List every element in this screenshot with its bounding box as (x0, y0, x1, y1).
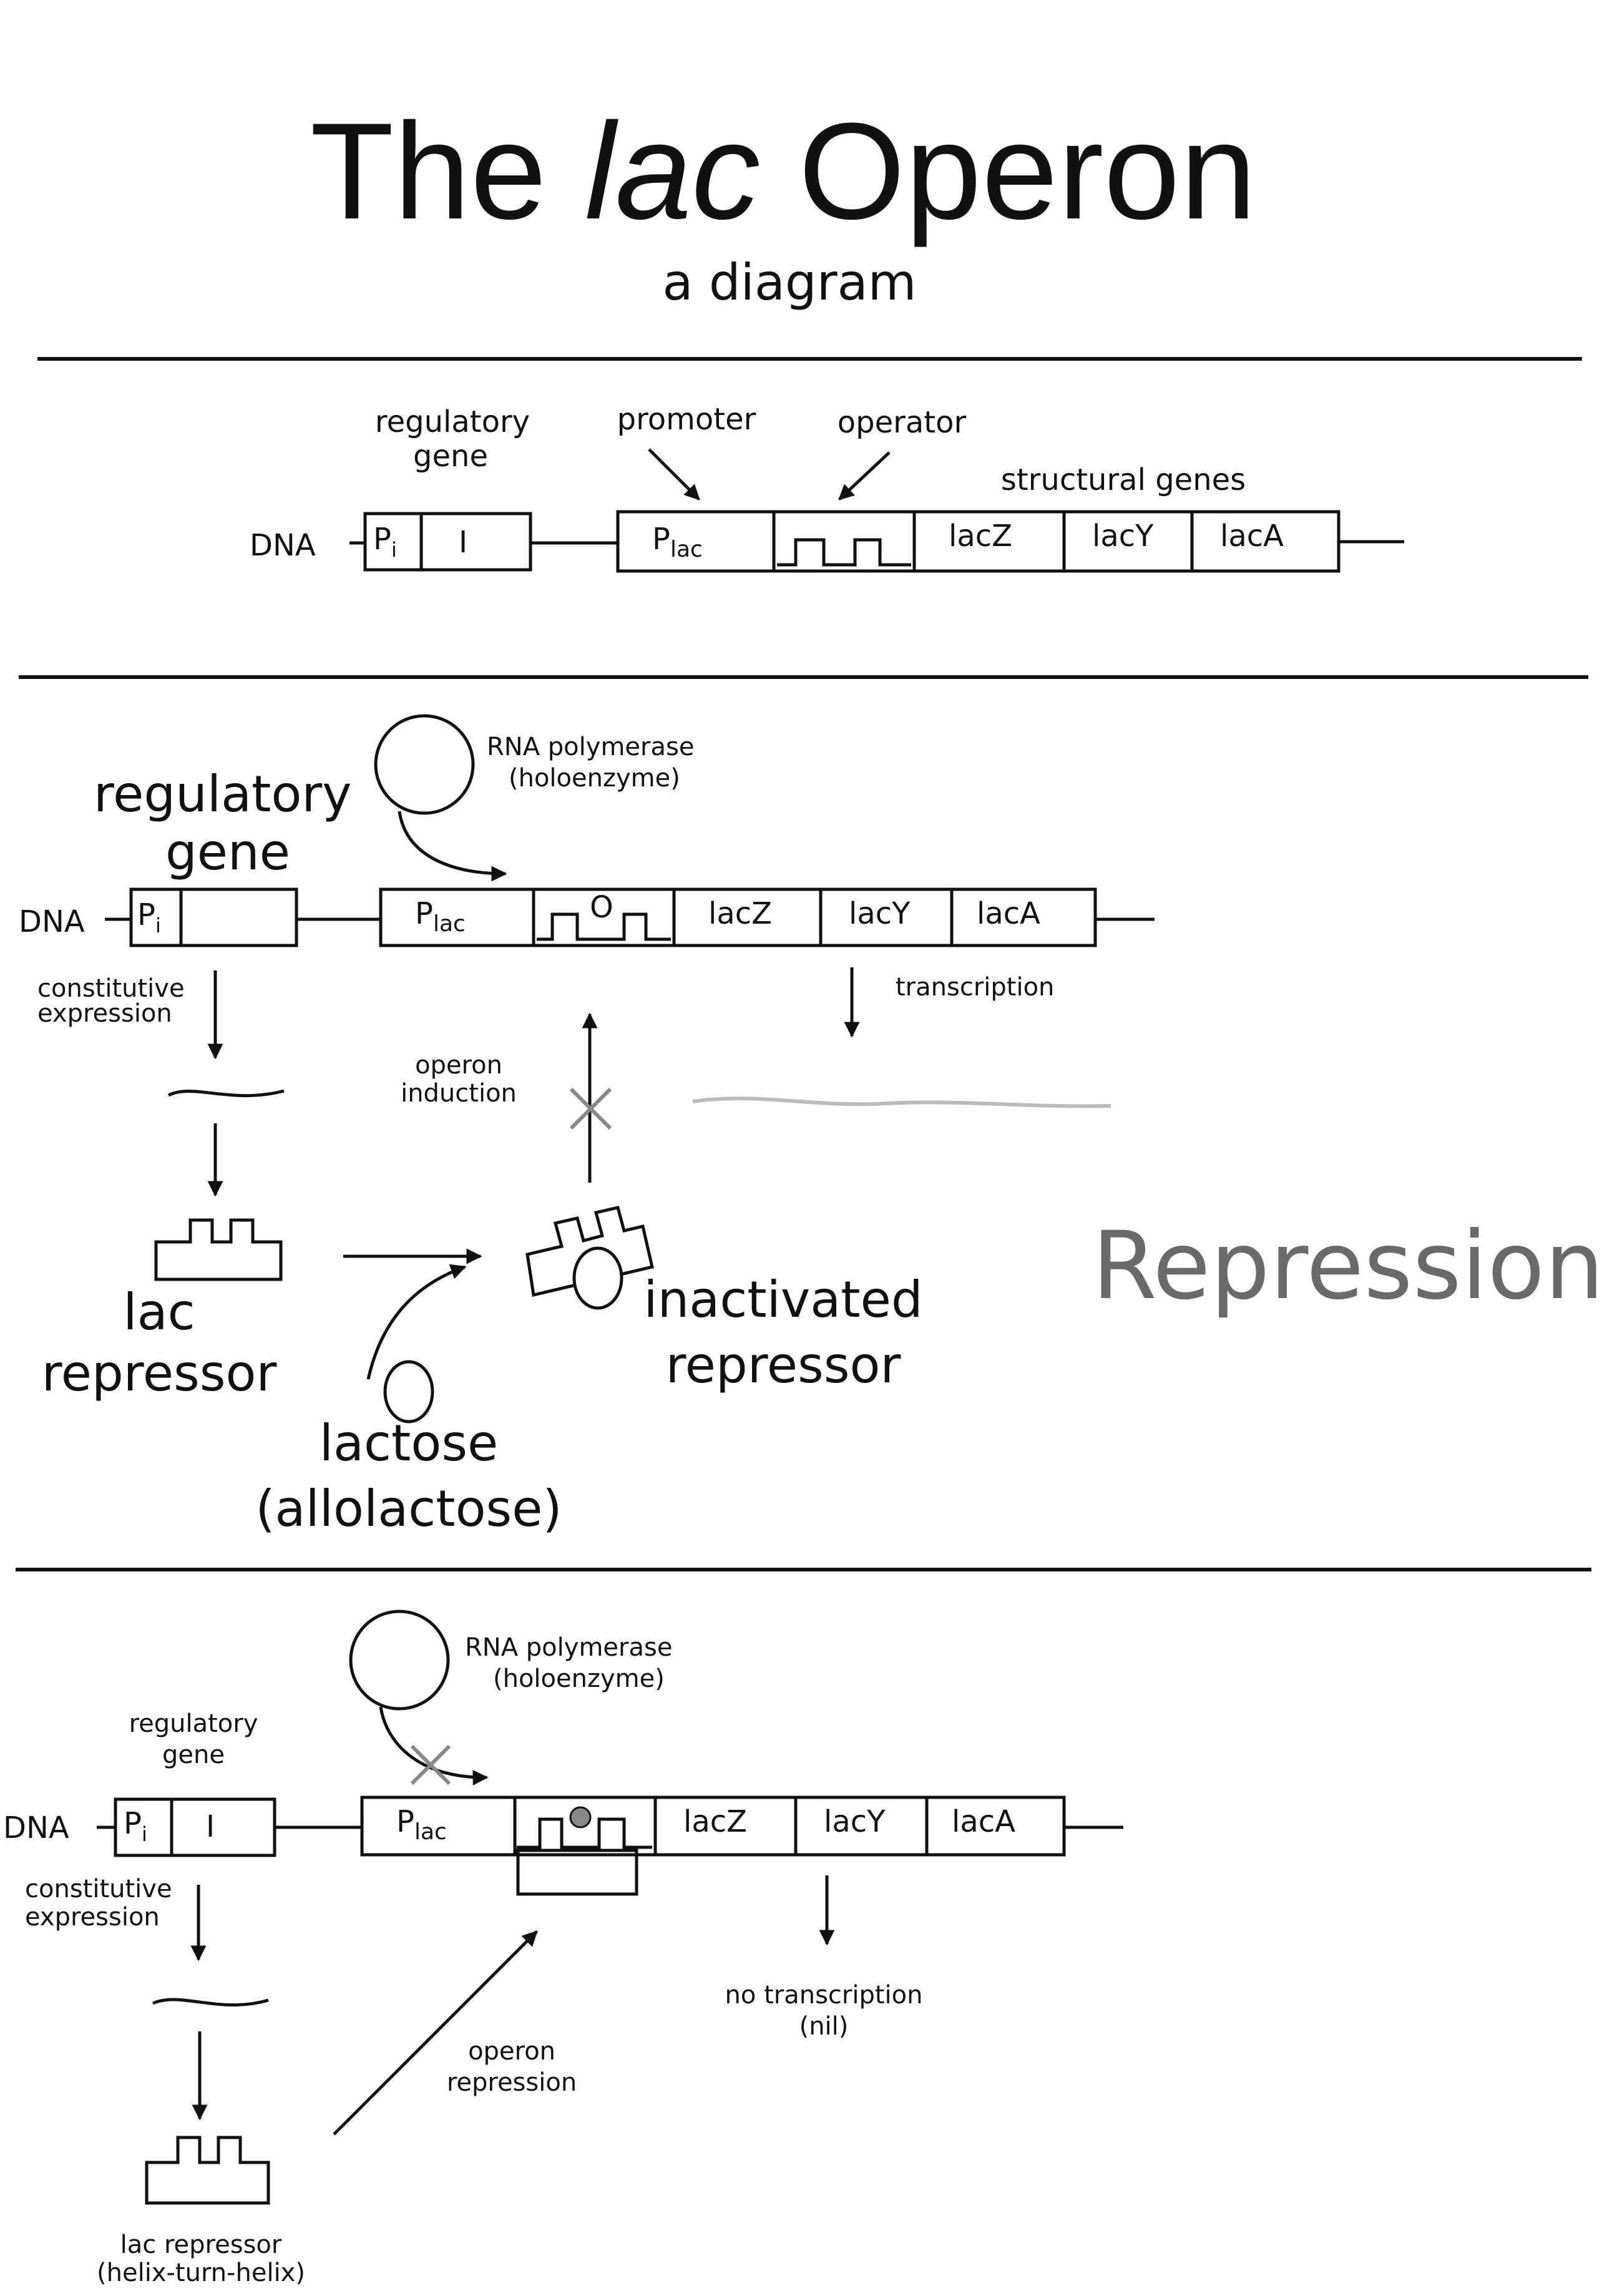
diagram-subtitle: a diagram (662, 253, 916, 311)
lacY-label: lacY (849, 896, 911, 931)
lacZ-label: lacZ (683, 1804, 747, 1839)
rnap-label-2: (holoenzyme) (493, 1664, 665, 1693)
operator-label: operator (838, 405, 967, 440)
promoter-box (360, 1795, 517, 1857)
pi-label: Pi (137, 897, 161, 937)
dna-label: DNA (250, 528, 316, 563)
lacZ-box (653, 1795, 798, 1857)
regulatory-gene-label-2: gene (162, 1741, 225, 1769)
operator-site (537, 912, 671, 941)
operator-mark: O (590, 890, 613, 925)
bound-inducer (572, 1246, 623, 1310)
constitutive-label: constitutive (25, 1875, 172, 1903)
repression-side-label: Repression (1092, 1212, 1604, 1321)
regulatory-gene-label: regulatory (94, 765, 352, 823)
lacA-box (1190, 510, 1341, 573)
pi-label: Pi (373, 522, 397, 562)
rnap-to-promoter-arrow (398, 811, 507, 882)
structural-genes-label: structural genes (1001, 462, 1246, 497)
operator-arrow (838, 451, 891, 501)
lac-repressor-label-2: repressor (42, 1344, 277, 1402)
constitutive-label-2: expression (37, 999, 172, 1028)
i-label: I (206, 1809, 215, 1844)
lacA-label: lacA (1220, 519, 1284, 554)
diagram-title: The lac Operon (310, 94, 1256, 248)
rnap-label: RNA polymerase (465, 1633, 672, 1662)
no-transcription-label: no transcription (725, 1981, 923, 2010)
pi-box (114, 1797, 173, 1857)
lac-repressor-label: lac (123, 1283, 195, 1341)
lacA-label: lacA (977, 896, 1040, 931)
plac-label: Plac (415, 896, 466, 937)
panel-repression: RNA polymerase (holoenzyme) regulatory g… (3, 1610, 1123, 2287)
promoter-arrow (648, 448, 700, 501)
lac-repressor-shape (145, 2136, 270, 2205)
regulatory-gene-box (170, 1797, 276, 1857)
blocked-mark-b (410, 1744, 451, 1786)
operon-induction-label: operon (415, 1051, 502, 1080)
rna-polymerase (374, 714, 475, 815)
no-transcription-label-2: (nil) (799, 2012, 849, 2041)
transcription-label: transcription (896, 973, 1054, 1002)
regulatory-gene-box (179, 887, 298, 947)
lacY-label: lacY (824, 1804, 886, 1839)
lactose-molecule (383, 1360, 434, 1424)
lactose-label: lactose (320, 1414, 498, 1472)
rnap-to-promoter-arrow (379, 1706, 489, 1786)
rnap-label: RNA polymerase (487, 733, 694, 761)
bound-repressor-base (516, 1849, 638, 1896)
lacZ-label: lacZ (708, 896, 772, 931)
rnap-label-2: (holoenzyme) (509, 764, 680, 793)
lacY-label: lacY (1092, 519, 1154, 554)
lacY-box (1062, 510, 1194, 573)
operon-repression-label: operon (468, 2037, 555, 2066)
regulatory-gene-label-2: gene (413, 439, 488, 474)
inactivated-repressor-label: inactivated (643, 1271, 922, 1329)
panel-induction: RNA polymerase (holoenzyme) regulatory g… (19, 714, 1604, 1538)
lacA-label: lacA (952, 1804, 1015, 1839)
lacA-box (950, 887, 1097, 947)
constitutive-label-2: expression (25, 1903, 160, 1932)
panel-structure: DNA Pi I Plac lacZ lacY lacA regulatory … (250, 402, 1404, 573)
promoter-label: promoter (617, 402, 756, 437)
operon-repression-label-2: repression (447, 2068, 577, 2097)
rna-polymerase (349, 1610, 450, 1711)
plac-label: Plac (652, 522, 703, 562)
lac-repressor-shape (154, 1218, 283, 1281)
i-label: I (459, 525, 467, 560)
operon-repression-arrow (333, 1930, 538, 2136)
promoter-box (379, 887, 535, 947)
operator-bound-marker (569, 1806, 592, 1829)
lacZ-label: lacZ (949, 519, 1012, 554)
pi-label: Pi (124, 1806, 147, 1846)
promoter-box (616, 510, 776, 573)
lac-repressor-label: lac repressor (120, 2230, 282, 2259)
inactivated-repressor-shape (525, 1206, 654, 1297)
blocked-mark-b (569, 1087, 612, 1130)
regulatory-gene-label-2: gene (165, 823, 290, 881)
lacY-box (794, 1795, 929, 1857)
plac-label: Plac (396, 1804, 447, 1845)
dna-label: DNA (3, 1810, 69, 1845)
inactivated-repressor-label-2: repressor (666, 1336, 901, 1394)
lactose-label-2: (allolactose) (255, 1480, 562, 1538)
repressor-mrna (167, 1089, 285, 1098)
operon-induction-label-2: induction (401, 1079, 517, 1108)
lacA-box (925, 1795, 1066, 1857)
operator-site (777, 538, 911, 567)
lac-repressor-label-2: (helix-turn-helix) (97, 2259, 305, 2287)
regulatory-gene-label: regulatory (129, 1709, 258, 1738)
constitutive-label: constitutive (37, 974, 185, 1003)
lac-mrna (692, 1097, 1111, 1108)
repressor-mrna (152, 1998, 269, 2007)
regulatory-gene-box (419, 512, 532, 572)
regulatory-gene-label: regulatory (375, 404, 530, 439)
lacZ-box (912, 510, 1066, 573)
dna-label: DNA (19, 904, 85, 939)
lactose-arrow (366, 1264, 467, 1380)
repressor-bound-operator (517, 1817, 652, 1849)
